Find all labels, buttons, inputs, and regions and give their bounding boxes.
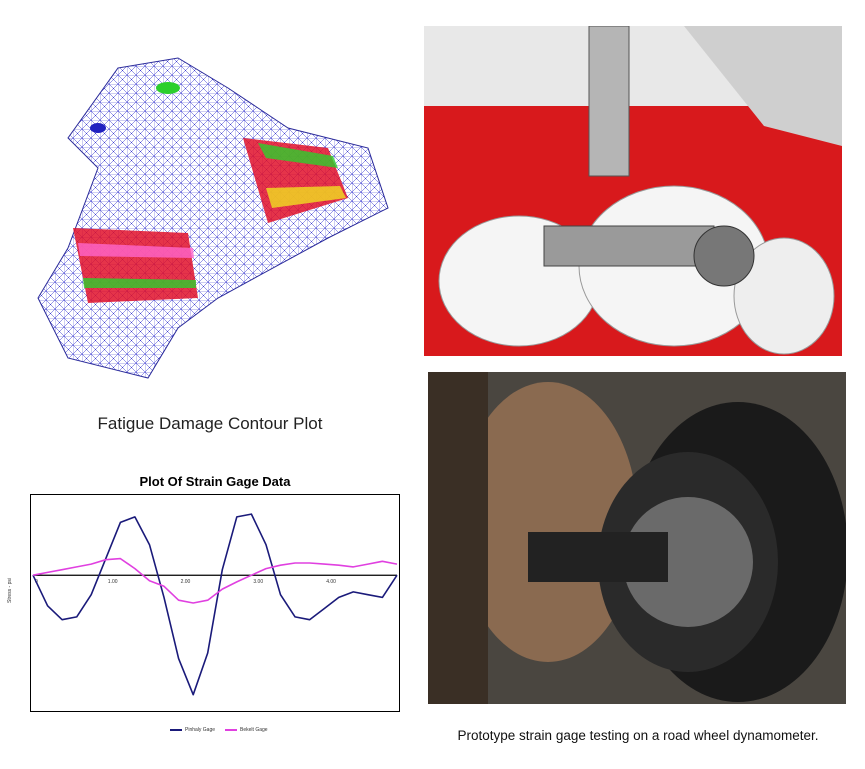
chart-plot-area: 01.002.003.004.005.00 [32, 513, 409, 696]
dyno-caption: Prototype strain gage testing on a road … [457, 728, 819, 743]
fea-mesh-graphic [37, 57, 389, 379]
legend-swatch [170, 729, 182, 731]
dynamometer-photo [428, 372, 846, 704]
legend-label: Bekelt Gage [240, 727, 268, 733]
x-tick-label: 3.00 [253, 579, 263, 585]
series-line-1 [32, 513, 398, 696]
landing-gear-illustration [424, 26, 842, 356]
landing-gear-graphic [424, 26, 842, 355]
dynamometer-graphic [428, 372, 846, 704]
y-axis-label: Stress - psi [7, 577, 13, 603]
fea-caption: Fatigue Damage Contour Plot [97, 414, 323, 433]
x-tick-label: 2.00 [181, 579, 191, 585]
series-line-2 [32, 557, 398, 604]
x-tick-label: 1.00 [108, 579, 118, 585]
chart-legend: Pinhaly Gage Bekelt Gage [170, 727, 268, 733]
legend-swatch [225, 729, 238, 731]
legend-item: Pinhaly Gage [170, 727, 215, 733]
fea-contour-plot [28, 48, 398, 393]
chart-title: Plot Of Strain Gage Data [139, 474, 291, 489]
legend-label: Pinhaly Gage [185, 727, 216, 733]
legend-item: Bekelt Gage [225, 727, 268, 733]
x-tick-label: 4.00 [326, 579, 336, 585]
strain-gage-chart: 01.002.003.004.005.00 [30, 494, 409, 712]
